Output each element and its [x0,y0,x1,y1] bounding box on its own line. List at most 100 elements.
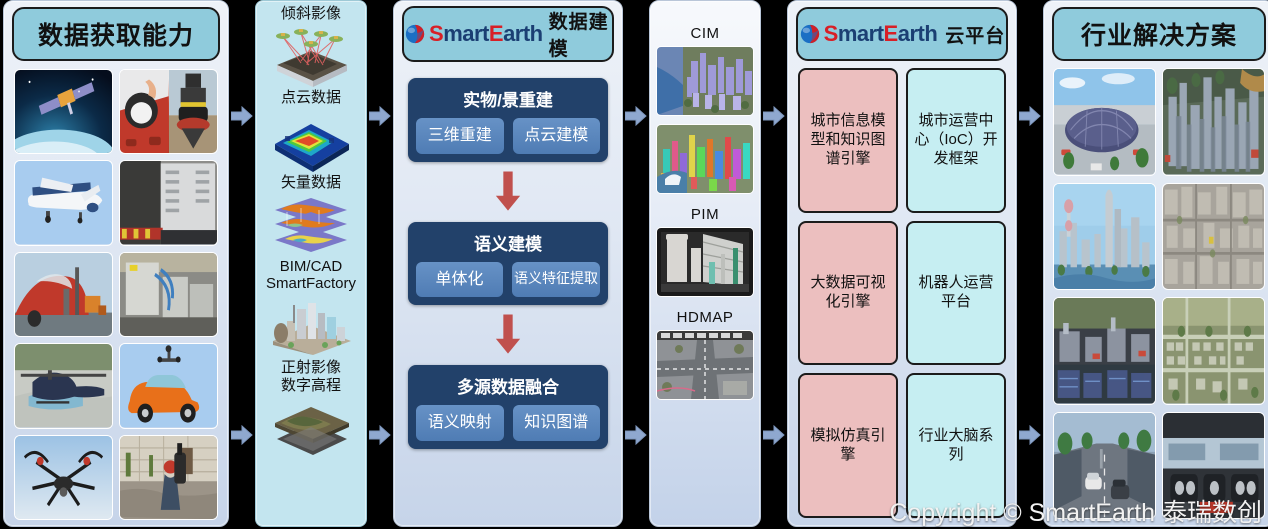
column-data-acquisition: 数据获取能力 [3,0,229,527]
data-source-label-2: 矢量数据 [280,173,341,191]
stage-title: 多源数据融合 [457,378,559,398]
cim-city-purple-thumb [656,46,754,116]
card-row: 城市信息模型和知识图谱引擎 城市运营中心（IoC）开发框架 [798,68,1006,213]
card-bigdata-visualization-engine[interactable]: 大数据可视化引擎 [798,220,898,366]
car-interior-hud-thumb [1162,411,1265,519]
survey-aircraft-photo [14,160,113,246]
right-arrow-icon [231,106,253,126]
data-source-label-3: BIM/CAD SmartFactory [265,257,356,292]
header-label: 行业解决方案 [1080,22,1237,50]
data-source-label-1: 点云数据 [280,89,341,107]
header-data-acquisition: 数据获取能力 [12,7,220,61]
header-cloud-platform: SmartEarth 云平台 [796,7,1008,61]
panel-modeling: SmartEarth 数据建模 实物/景重建 三维重建 点云建模 语义建模 [393,0,623,527]
stage-semantic-modeling: 语义建模 单体化 语义特征提取 [408,221,608,306]
card-ioc-dev-framework[interactable]: 城市运营中心（IoC）开发框架 [906,68,1006,213]
column-solutions: 行业解决方案 [1043,0,1268,527]
stage-button-point-cloud-modeling[interactable]: 点云建模 [512,118,600,154]
stage-title: 语义建模 [474,234,542,254]
satellite-photo [14,69,113,155]
stage-buttons: 三维重建 点云建模 [416,118,600,154]
airborne-equipment-photo [119,160,218,246]
photo-row [1053,411,1265,519]
suburban-3d-thumb [1162,297,1265,405]
card-row: 大数据可视化引擎 机器人运营平台 [798,220,1006,366]
arrow-group-1 [229,0,255,527]
model-label-pim: PIM [690,206,720,223]
smartearth-logo: SmartEarth [799,21,938,47]
column-modeling: SmartEarth 数据建模 实物/景重建 三维重建 点云建模 语义建模 [393,0,623,527]
copyright-text: Copyright © SmartEarth 泰瑞数创 [889,499,1262,527]
helicopter-photo [14,343,113,429]
stage-button-knowledge-graph[interactable]: 知识图谱 [512,405,600,441]
header-solutions: 行业解决方案 [1052,7,1266,61]
photo-row [14,69,218,155]
down-arrow-icon-1 [408,171,608,213]
panel-solutions: 行业解决方案 [1043,0,1268,527]
card-robot-operation-platform[interactable]: 机器人运营平台 [906,220,1006,366]
shanghai-skyline-thumb [1053,182,1156,290]
card-industry-brain-series[interactable]: 行业大脑系列 [906,373,1006,519]
smartearth-wordmark: SmartEarth [823,21,938,46]
column-cloud-platform: SmartEarth 云平台 城市信息模型和知识图谱引擎 城市运营中心（IoC）… [787,0,1017,527]
stage-button-semantic-mapping[interactable]: 语义映射 [416,405,504,441]
stage-buttons: 单体化 语义特征提取 [416,261,600,298]
solution-gallery [1044,61,1268,526]
data-source-list: 倾斜影像 [256,1,366,526]
model-list: CIM [650,1,760,526]
cloud-capability-grid: 城市信息模型和知识图谱引擎 城市运营中心（IoC）开发框架 大数据可视化引擎 机… [788,61,1016,526]
card-cim-knowledge-graph-engine[interactable]: 城市信息模型和知识图谱引擎 [798,68,898,213]
photo-grid-data-acquisition [4,61,228,526]
arrow-group-3 [623,0,649,527]
stage-multi-source-fusion: 多源数据融合 语义映射 知识图谱 [408,365,608,449]
panel-data-sources: 倾斜影像 [255,0,367,527]
point-cloud-thumb [267,109,355,172]
vector-layers-thumb [267,193,355,256]
right-arrow-icon [369,106,391,126]
right-arrow-icon [763,106,785,126]
arrow-group-5 [1017,0,1043,527]
right-arrow-icon [1019,106,1041,126]
arrow-group-4 [761,0,787,527]
photo-row [1053,68,1265,176]
stadium-3d-model-thumb [1053,68,1156,176]
panel-models: CIM [649,0,761,527]
photo-row [1053,297,1265,405]
header-modeling: SmartEarth 数据建模 [402,6,614,62]
stage-button-3d-reconstruction[interactable]: 三维重建 [416,118,504,154]
stage-button-semantic-feature-extraction[interactable]: 语义特征提取 [512,261,600,298]
right-arrow-icon [1019,425,1041,445]
header-label: 数据获取能力 [37,22,194,50]
stage-button-singulation[interactable]: 单体化 [416,261,503,298]
header-suffix-cloud: 云平台 [945,25,1006,47]
stage-reconstruction: 实物/景重建 三维重建 点云建模 [408,78,608,162]
lidar-sensor-photo [168,70,217,154]
model-label-cim: CIM [690,25,720,42]
right-arrow-icon [231,425,253,445]
model-label-hdmap: HDMAP [676,309,734,326]
oblique-imagery-thumb [267,25,355,88]
photo-row [1053,182,1265,290]
card-simulation-engine[interactable]: 模拟仿真引擎 [798,373,898,519]
panel-cloud-platform: SmartEarth 云平台 城市信息模型和知识图谱引擎 城市运营中心（IoC）… [787,0,1017,527]
arrow-group-2 [367,0,393,527]
column-models: CIM [649,0,761,527]
right-arrow-icon [369,425,391,445]
red-aircraft-photo [14,251,113,338]
aerial-city-mesh-thumb [1162,182,1265,290]
panel-data-acquisition: 数据获取能力 [3,0,229,527]
pim-plant-thumb [656,227,754,297]
header-suffix-modeling: 数据建模 [548,12,609,60]
street-view-3d-thumb [1053,411,1156,519]
photo-row [14,160,218,246]
mobile-mapping-car-photo [119,343,218,429]
globe-icon [404,23,426,45]
down-arrow-icon-2 [408,314,608,356]
stage-title: 实物/景重建 [463,91,553,110]
photo-row [14,251,218,338]
right-arrow-icon [625,425,647,445]
cim-city-colored-thumb [656,124,754,194]
column-data-sources: 倾斜影像 [255,0,367,527]
stage-buttons: 语义映射 知识图谱 [416,405,600,441]
